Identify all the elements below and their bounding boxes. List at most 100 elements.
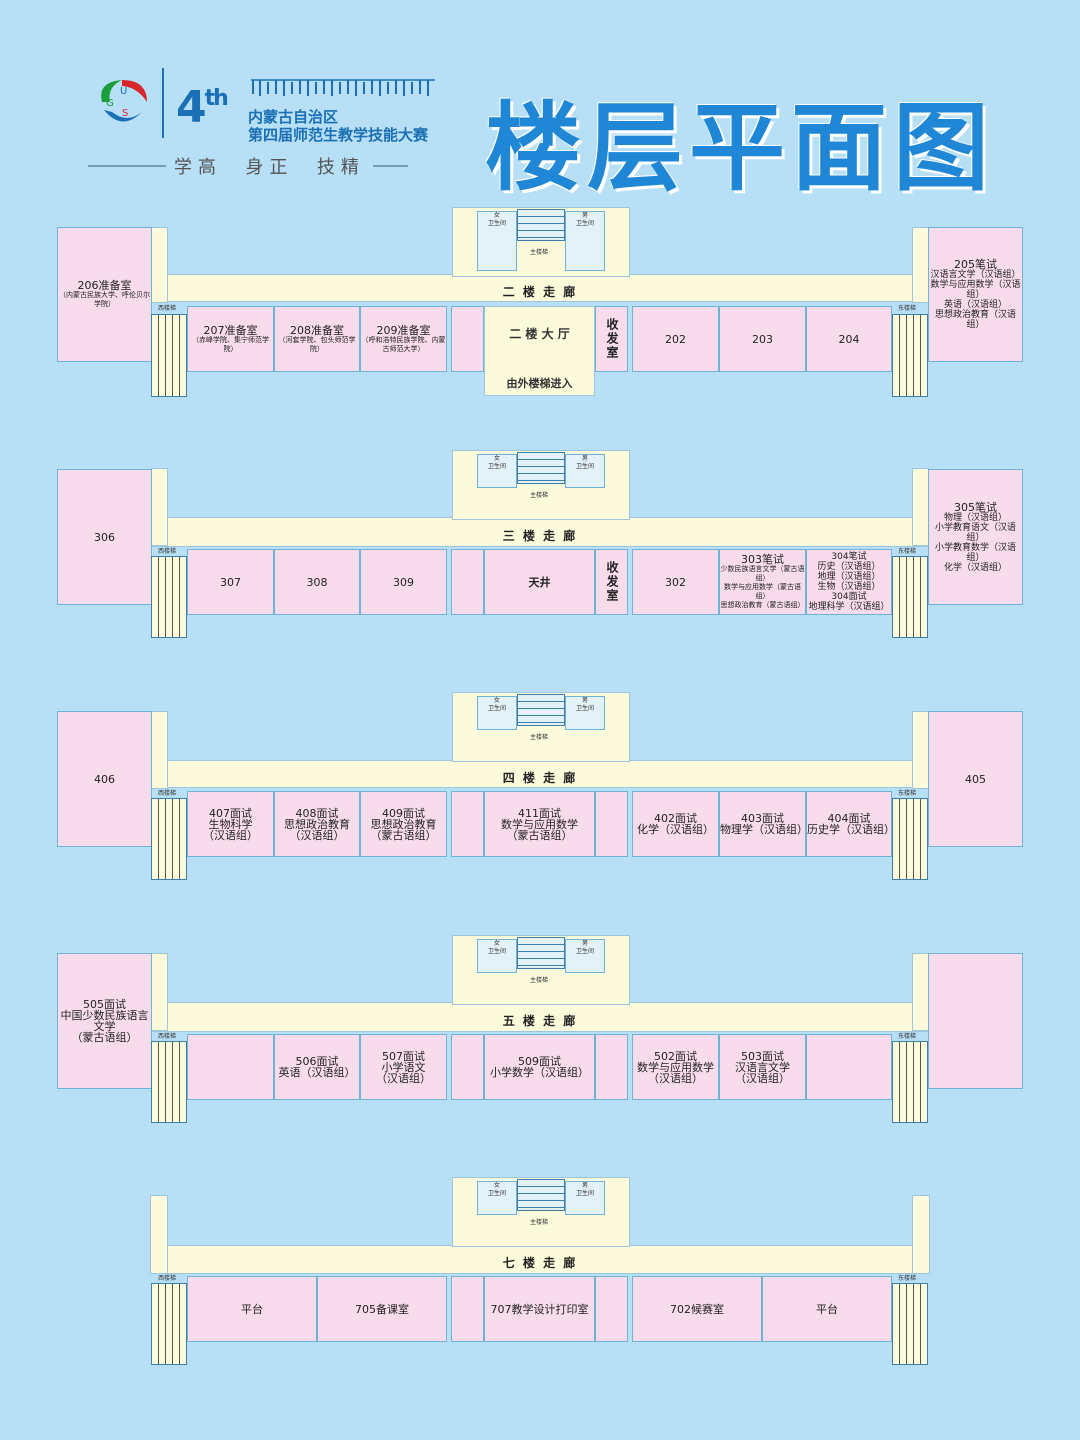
room-502: 502面试数学与应用数学（汉语组）	[632, 1034, 719, 1100]
male-restroom: 男卫生间	[565, 696, 605, 730]
room-403: 403面试物理学（汉语组）	[719, 791, 808, 857]
terrace-east: 平台	[762, 1276, 892, 1342]
main-staircase	[517, 209, 565, 241]
west-wing-hall	[150, 1195, 168, 1274]
west-staircase	[151, 1283, 187, 1365]
floor-plan-3: 三 楼 走 廊 女卫生间 男卫生间 主楼梯 306 西楼梯 307 308 30…	[0, 450, 1080, 640]
west-stair-label: 西楼梯	[158, 790, 177, 797]
west-staircase	[151, 1041, 187, 1123]
logo-letter-g: G	[106, 98, 114, 109]
male-restroom: 男卫生间	[565, 939, 605, 973]
room-208: 208准备室（河套学院、包头师范学院）	[274, 306, 360, 372]
room-unlabeled	[187, 1034, 274, 1100]
room-506: 506面试英语（汉语组）	[274, 1034, 360, 1100]
corridor-label: 三 楼 走 廊	[502, 529, 578, 543]
room-505: 505面试中国少数民族语言文学（蒙古语组）	[57, 953, 152, 1089]
terrace-west: 平台	[187, 1276, 317, 1342]
room-702: 702候赛室	[632, 1276, 762, 1342]
room-402: 402面试化学（汉语组）	[632, 791, 719, 857]
male-restroom: 男卫生间	[565, 211, 605, 271]
east-staircase	[892, 314, 928, 397]
east-stair-label: 东楼梯	[898, 548, 917, 555]
room-503: 503面试汉语言文学（汉语组）	[719, 1034, 806, 1100]
room-411: 411面试数学与应用数学（蒙古语组）	[484, 791, 595, 857]
room-202: 202	[632, 306, 719, 372]
main-staircase	[517, 937, 565, 969]
room-707: 707教学设计打印室	[484, 1276, 595, 1342]
room-204: 204	[806, 306, 892, 372]
west-stair-label: 西楼梯	[158, 1275, 177, 1282]
west-wing-hall	[150, 953, 168, 1031]
east-staircase	[892, 1041, 928, 1123]
female-restroom: 女卫生间	[477, 696, 517, 730]
page-title: 楼层平面图	[485, 92, 995, 204]
room-409: 409面试思想政治教育（蒙古语组）	[360, 791, 447, 857]
main-stair-label: 主楼梯	[530, 734, 549, 741]
east-stair-label: 东楼梯	[898, 1275, 917, 1282]
room-306: 306	[57, 469, 152, 605]
west-wing-hall	[150, 227, 168, 303]
main-stair-label: 主楼梯	[530, 492, 549, 499]
mongolian-script-logo	[251, 79, 435, 96]
corridor-label: 二 楼 走 廊	[502, 285, 578, 299]
room-705: 705备课室	[317, 1276, 447, 1342]
room-unlabeled-right	[806, 1034, 892, 1100]
room-404: 404面试历史学（汉语组）	[806, 791, 895, 857]
east-wing-hall	[912, 1195, 930, 1274]
female-restroom: 女卫生间	[477, 1181, 517, 1215]
room-205: 205笔试 汉语言文学（汉语组）数学与应用数学（汉语组） 英语（汉语组）思想政治…	[928, 227, 1023, 362]
main-staircase	[517, 452, 565, 484]
room-203: 203	[719, 306, 806, 372]
room-209: 209准备室（呼和浩特民族学院、内蒙古师范大学）	[360, 306, 447, 372]
room-307: 307	[187, 549, 274, 615]
entrance-label: 由外楼梯进入	[506, 377, 573, 390]
hall-side-left	[451, 306, 484, 372]
west-wing-hall	[150, 468, 168, 546]
east-staircase	[892, 798, 928, 880]
west-stair-label: 西楼梯	[158, 305, 177, 312]
room-509: 509面试小学数学（汉语组）	[484, 1034, 595, 1100]
corridor	[150, 760, 930, 788]
main-staircase	[517, 1179, 565, 1211]
west-staircase	[151, 314, 187, 397]
logo-letter-u: U	[120, 86, 127, 97]
east-stair-label: 东楼梯	[898, 305, 917, 312]
east-stair-label: 东楼梯	[898, 790, 917, 797]
room-207: 207准备室（赤峰学院、集宁师范学院）	[187, 306, 274, 372]
gus-logo: G U S	[101, 80, 147, 122]
side-room-right	[595, 791, 628, 857]
region-name: 内蒙古自治区	[248, 108, 339, 126]
floor-plan-4: 四 楼 走 廊 女卫生间 男卫生间 主楼梯 406 西楼梯 407面试生物科学（…	[0, 692, 1080, 882]
corridor-label: 五 楼 走 廊	[502, 1014, 578, 1028]
main-staircase	[517, 694, 565, 726]
west-stair-label: 西楼梯	[158, 1033, 177, 1040]
room-east-big	[928, 953, 1023, 1089]
west-stair-label: 西楼梯	[158, 548, 177, 555]
event-name: 第四届师范生教学技能大赛	[248, 126, 429, 144]
logo-letter-s: S	[122, 108, 128, 119]
main-stair-label: 主楼梯	[530, 249, 549, 256]
east-stair-label: 东楼梯	[898, 1033, 917, 1040]
female-restroom: 女卫生间	[477, 939, 517, 973]
floor-plan-2: 二 楼 走 廊 女卫生间 男卫生间 主楼梯 206准备室（内蒙古民族大学、呼伦贝…	[0, 207, 1080, 397]
east-staircase	[892, 556, 928, 638]
header-divider	[162, 68, 164, 138]
side-room-left	[451, 1034, 484, 1100]
edition-suffix: th	[204, 86, 229, 111]
floor-plan-5: 五 楼 走 廊 女卫生间 男卫生间 主楼梯 505面试中国少数民族语言文学（蒙古…	[0, 935, 1080, 1125]
room-309: 309	[360, 549, 447, 615]
main-stair-label: 主楼梯	[530, 1219, 549, 1226]
east-staircase	[892, 1283, 928, 1365]
west-staircase	[151, 798, 187, 880]
edition-number: 4th	[176, 82, 229, 133]
side-room-left	[451, 1276, 484, 1342]
room-408: 408面试思想政治教育（汉语组）	[274, 791, 360, 857]
second-floor-hall	[484, 306, 595, 396]
floor-plan-7: 七 楼 走 廊 女卫生间 男卫生间 主楼梯 西楼梯 平台 705备课室 707教…	[0, 1177, 1080, 1369]
female-restroom: 女卫生间	[477, 454, 517, 488]
room-305: 305笔试 物理（汉语组）小学教育语文（汉语组） 小学教育数学（汉语组）化学（汉…	[928, 469, 1023, 605]
room-507: 507面试小学语文（汉语组）	[360, 1034, 447, 1100]
corridor-label: 七 楼 走 廊	[502, 1256, 578, 1270]
female-restroom: 女卫生间	[477, 211, 517, 271]
male-restroom: 男卫生间	[565, 454, 605, 488]
